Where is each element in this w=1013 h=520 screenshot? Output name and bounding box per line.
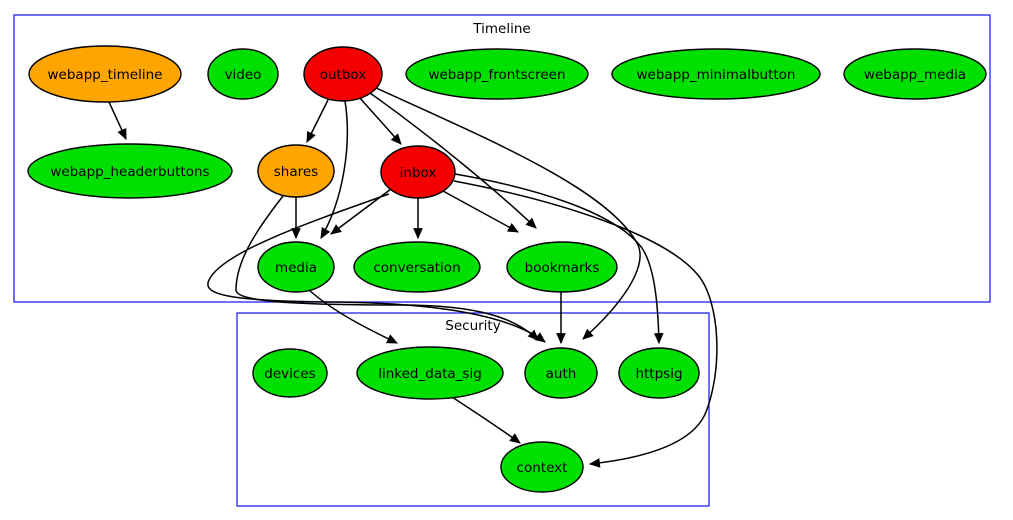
node-conversation: conversation bbox=[353, 241, 481, 293]
node-webapp_timeline-label: webapp_timeline bbox=[48, 67, 163, 83]
node-auth: auth bbox=[524, 347, 598, 399]
edge-inbox-to-context bbox=[453, 180, 718, 468]
node-auth-shape bbox=[524, 347, 598, 399]
cluster-timeline: Timeline bbox=[13, 14, 991, 303]
node-webapp_timeline: webapp_timeline bbox=[28, 45, 182, 103]
edge-outbox-to-shares bbox=[306, 97, 330, 143]
cluster-timeline-border bbox=[13, 14, 991, 303]
node-devices-label: devices bbox=[264, 366, 315, 382]
cluster-security: Security bbox=[236, 312, 710, 507]
node-inbox-shape bbox=[380, 145, 456, 199]
edge-inbox-to-bookmarks bbox=[442, 190, 519, 233]
node-bookmarks-shape bbox=[506, 241, 618, 293]
node-httpsig: httpsig bbox=[618, 347, 700, 399]
node-linked_data_sig-shape bbox=[356, 346, 504, 400]
node-shares-label: shares bbox=[274, 164, 318, 180]
edge-media-to-linked_data_sig bbox=[308, 289, 398, 344]
node-linked_data_sig: linked_data_sig bbox=[356, 346, 504, 400]
node-inbox-label: inbox bbox=[400, 165, 437, 181]
node-webapp_frontscreen-label: webapp_frontscreen bbox=[428, 67, 565, 83]
node-media-shape bbox=[257, 241, 335, 293]
node-outbox-label: outbox bbox=[320, 67, 367, 83]
node-bookmarks-label: bookmarks bbox=[525, 260, 600, 276]
node-shares: shares bbox=[257, 144, 335, 198]
node-devices-shape bbox=[252, 348, 328, 398]
node-webapp_minimalbutton-shape bbox=[611, 48, 821, 100]
node-webapp_media-label: webapp_media bbox=[864, 67, 966, 83]
node-webapp_headerbuttons: webapp_headerbuttons bbox=[27, 143, 233, 199]
node-webapp_frontscreen-shape bbox=[405, 48, 589, 100]
node-webapp_timeline-shape bbox=[28, 45, 182, 103]
node-media-label: media bbox=[275, 260, 317, 276]
cluster-security-label: Security bbox=[445, 318, 500, 334]
node-context: context bbox=[500, 441, 584, 493]
edge-outbox-to-bookmarks bbox=[369, 92, 537, 229]
edge-outbox-to-auth bbox=[373, 86, 641, 340]
cluster-security-border bbox=[236, 312, 710, 507]
node-context-shape bbox=[500, 441, 584, 493]
node-httpsig-shape bbox=[618, 347, 700, 399]
node-conversation-shape bbox=[353, 241, 481, 293]
node-bookmarks: bookmarks bbox=[506, 241, 618, 293]
node-webapp_minimalbutton: webapp_minimalbutton bbox=[611, 48, 821, 100]
node-outbox: outbox bbox=[303, 46, 383, 102]
edge-webapp_timeline-to-webapp_headerbuttons bbox=[108, 101, 127, 140]
node-context-label: context bbox=[517, 460, 568, 476]
node-webapp_media: webapp_media bbox=[843, 48, 987, 100]
node-shares-shape bbox=[257, 144, 335, 198]
node-httpsig-label: httpsig bbox=[635, 366, 682, 382]
node-webapp_headerbuttons-shape bbox=[27, 143, 233, 199]
edge-outbox-to-media bbox=[320, 100, 349, 239]
node-outbox-shape bbox=[303, 46, 383, 102]
node-video-shape bbox=[207, 48, 279, 100]
node-video-label: video bbox=[225, 67, 262, 83]
node-inbox: inbox bbox=[380, 145, 456, 199]
node-webapp_media-shape bbox=[843, 48, 987, 100]
node-conversation-label: conversation bbox=[373, 260, 460, 276]
edge-outbox-to-inbox bbox=[358, 96, 402, 145]
node-video: video bbox=[207, 48, 279, 100]
edge-linked_data_sig-to-context bbox=[451, 396, 521, 444]
edge-inbox-to-auth bbox=[207, 193, 546, 343]
edge-inbox-to-httpsig bbox=[454, 173, 664, 345]
node-devices: devices bbox=[252, 348, 328, 398]
node-webapp_headerbuttons-label: webapp_headerbuttons bbox=[50, 164, 209, 180]
cluster-timeline-label: Timeline bbox=[472, 21, 530, 37]
node-media: media bbox=[257, 241, 335, 293]
node-webapp_minimalbutton-label: webapp_minimalbutton bbox=[637, 67, 796, 83]
node-linked_data_sig-label: linked_data_sig bbox=[378, 366, 482, 382]
node-auth-label: auth bbox=[546, 366, 577, 382]
node-webapp_frontscreen: webapp_frontscreen bbox=[405, 48, 589, 100]
